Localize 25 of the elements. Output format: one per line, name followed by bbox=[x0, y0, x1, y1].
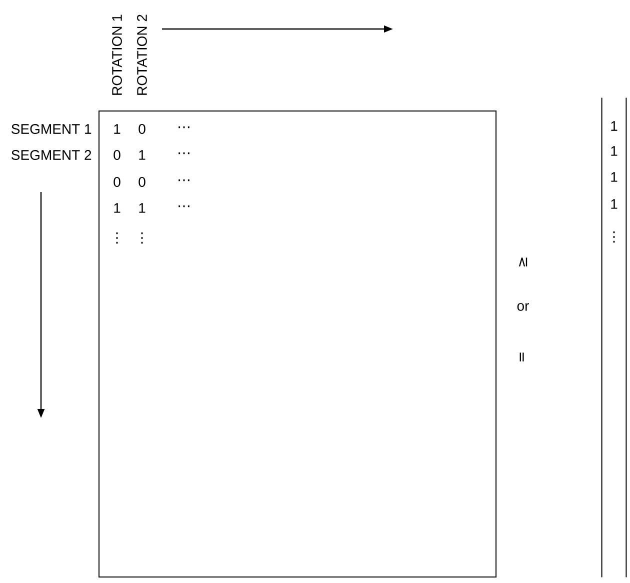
column-header: ROTATION 1 bbox=[112, 14, 122, 95]
matrix-entry: 1 bbox=[139, 150, 146, 160]
matrix-box bbox=[98, 110, 496, 578]
matrix-entry: 1 bbox=[139, 203, 146, 213]
matrix-entry: 0 bbox=[138, 124, 146, 134]
ellipsis: ⋮ bbox=[116, 232, 118, 244]
matrix-entry: 0 bbox=[114, 150, 120, 160]
ellipsis: ⋯ bbox=[178, 126, 190, 128]
vector-entry: 1 bbox=[611, 121, 618, 131]
ellipsis: ⋮ bbox=[613, 231, 615, 243]
relation-symbol: ≥ bbox=[518, 258, 528, 266]
vector-entry: 1 bbox=[611, 172, 618, 182]
column-header: ROTATION 2 bbox=[137, 14, 147, 95]
relation-symbol: = bbox=[520, 352, 524, 362]
matrix-entry: 0 bbox=[138, 177, 146, 187]
ellipsis: ⋯ bbox=[178, 205, 190, 208]
ellipsis: ⋯ bbox=[178, 179, 190, 182]
matrix-entry: 1 bbox=[114, 203, 120, 213]
matrix-entry: 1 bbox=[114, 124, 120, 134]
vector-entry: 1 bbox=[611, 146, 618, 156]
vector-entry: 1 bbox=[611, 199, 618, 209]
matrix-entry: 0 bbox=[114, 177, 120, 187]
ellipsis: ⋯ bbox=[178, 152, 190, 154]
ellipsis: ⋮ bbox=[141, 232, 143, 244]
relation-word: or bbox=[517, 303, 529, 311]
